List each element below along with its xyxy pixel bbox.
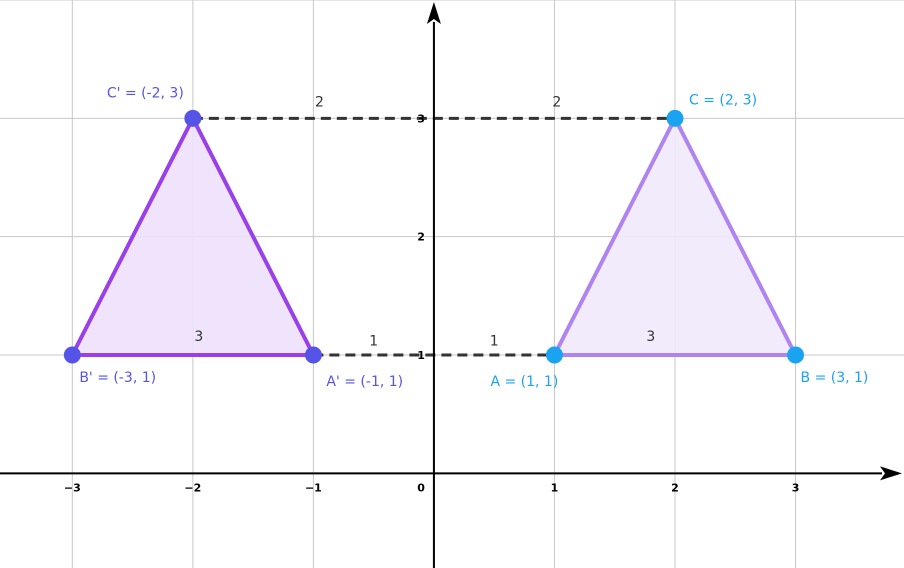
y-tick-label: 3 bbox=[417, 112, 425, 125]
x-axis-arrow bbox=[880, 466, 902, 481]
original-triangle-fill bbox=[554, 118, 796, 355]
image-triangle-edge bbox=[70, 116, 195, 357]
point-label-B1: B' = (-3, 1) bbox=[79, 370, 156, 386]
points bbox=[63, 109, 805, 364]
y-tick-label: 2 bbox=[417, 231, 425, 244]
point-label-A: A = (1, 1) bbox=[490, 374, 558, 390]
point-labels: A = (1, 1) B = (3, 1) C = (2, 3) A' = (-1, … bbox=[79, 85, 868, 390]
original-triangle-edge bbox=[672, 116, 798, 357]
length-label: 1 bbox=[490, 334, 499, 350]
point-label-B: B = (3, 1) bbox=[801, 370, 869, 386]
point-C1 bbox=[184, 109, 202, 127]
point-B1 bbox=[63, 346, 81, 364]
tick-labels: −3 −2 −1 1 2 3 1 2 3 0 bbox=[64, 112, 799, 494]
point-label-C: C = (2, 3) bbox=[689, 92, 757, 108]
length-label: 3 bbox=[646, 329, 655, 345]
point-B bbox=[787, 346, 805, 364]
y-tick-label: 1 bbox=[417, 349, 425, 362]
image-triangle-edge bbox=[190, 116, 316, 357]
x-tick-label: 2 bbox=[671, 481, 679, 494]
length-label: 2 bbox=[315, 95, 324, 111]
y-axis-arrow bbox=[426, 2, 441, 24]
length-labels: 2 2 1 1 3 3 bbox=[194, 95, 655, 350]
x-tick-label: −3 bbox=[64, 481, 81, 494]
original-triangle-edge bbox=[552, 116, 677, 357]
image-triangle-fill bbox=[72, 118, 314, 355]
length-label: 3 bbox=[194, 329, 203, 345]
point-C bbox=[666, 109, 684, 127]
point-label-A1: A' = (-1, 1) bbox=[326, 374, 403, 390]
x-tick-label: −2 bbox=[184, 481, 201, 494]
length-label: 2 bbox=[552, 95, 561, 111]
point-A1 bbox=[304, 346, 322, 364]
triangle-edges bbox=[70, 116, 798, 357]
x-tick-label: 3 bbox=[792, 481, 800, 494]
triangle-fills bbox=[72, 118, 796, 355]
x-tick-label: −1 bbox=[305, 481, 322, 494]
point-label-C1: C' = (-2, 3) bbox=[107, 85, 184, 101]
x-tick-label: 1 bbox=[551, 481, 559, 494]
origin-label: 0 bbox=[417, 481, 425, 494]
length-label: 1 bbox=[369, 334, 378, 350]
point-A bbox=[545, 346, 563, 364]
